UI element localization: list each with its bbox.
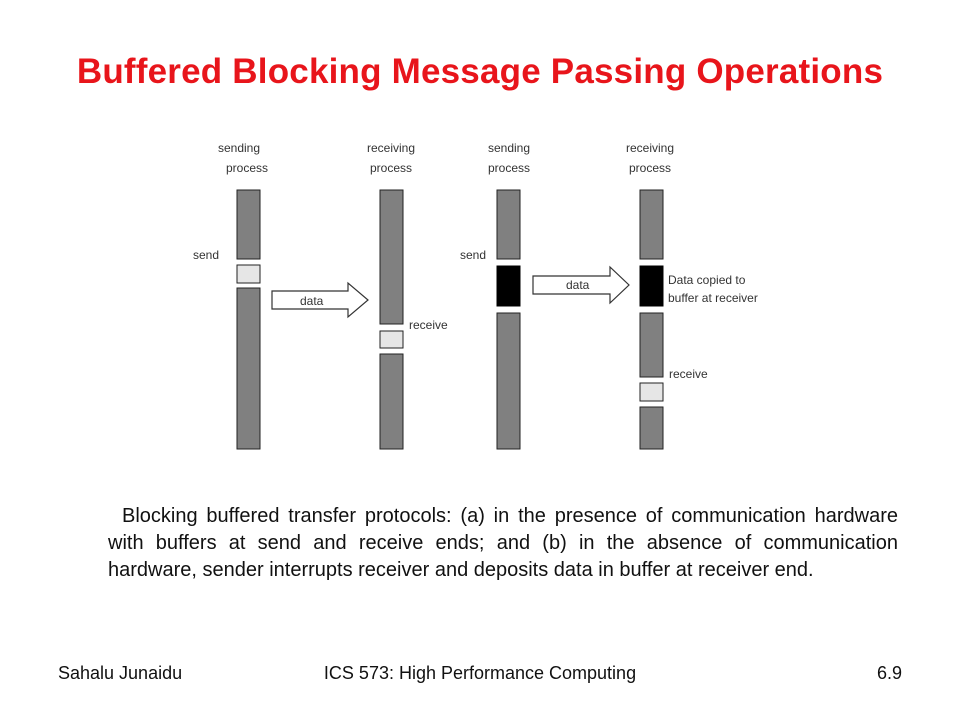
a-sender-header-line2: process xyxy=(226,161,268,175)
footer-course: ICS 573: High Performance Computing xyxy=(323,663,637,683)
b-data-arrow xyxy=(532,265,630,305)
b-receiver-header-line1: receiving xyxy=(626,141,674,155)
a-data-arrow xyxy=(271,281,369,319)
slide-title: Buffered Blocking Message Passing Operat… xyxy=(76,52,884,91)
footer-page-number: 6.9 xyxy=(876,663,902,683)
b-sender-bar-bottom xyxy=(496,312,521,450)
a-receiver-header-line2: process xyxy=(370,161,412,175)
a-sender-header-line1: sending xyxy=(218,141,260,155)
b-data-label: data xyxy=(566,278,590,292)
diagram-b: sending process receiving process send d… xyxy=(460,141,758,450)
a-receive-label: receive xyxy=(409,318,448,332)
b-sender-buffer xyxy=(496,265,521,307)
b-send-label: send xyxy=(460,248,486,262)
b-receiver-buffer-light xyxy=(639,382,664,402)
b-sender-header-line1: sending xyxy=(488,141,530,155)
a-sender-bar-bottom xyxy=(236,287,261,450)
b-receiver-header-line2: process xyxy=(629,161,671,175)
b-copied-label-line2: buffer at receiver xyxy=(668,291,758,305)
b-sender-header-line2: process xyxy=(488,161,530,175)
b-receive-label: receive xyxy=(669,367,708,381)
b-copied-label-line1: Data copied to xyxy=(668,273,746,287)
b-receiver-buffer-dark xyxy=(639,265,664,307)
b-receiver-bar-middle xyxy=(639,312,664,378)
a-receiver-header-line1: receiving xyxy=(367,141,415,155)
a-receiver-buffer xyxy=(379,330,404,349)
a-receiver-bar-top xyxy=(379,189,404,325)
a-sender-buffer xyxy=(236,264,261,284)
b-receiver-bar-bottom xyxy=(639,406,664,450)
a-sender-bar-top xyxy=(236,189,261,260)
a-send-label: send xyxy=(193,248,219,262)
diagram-a: sending process receiving process send d… xyxy=(193,141,448,450)
figure-caption: Blocking buffered transfer protocols: (a… xyxy=(108,505,898,581)
b-receiver-bar-top xyxy=(639,189,664,260)
a-data-label: data xyxy=(300,294,324,308)
b-sender-bar-top xyxy=(496,189,521,260)
a-receiver-bar-bottom xyxy=(379,353,404,450)
footer-author: Sahalu Junaidu xyxy=(58,663,183,683)
